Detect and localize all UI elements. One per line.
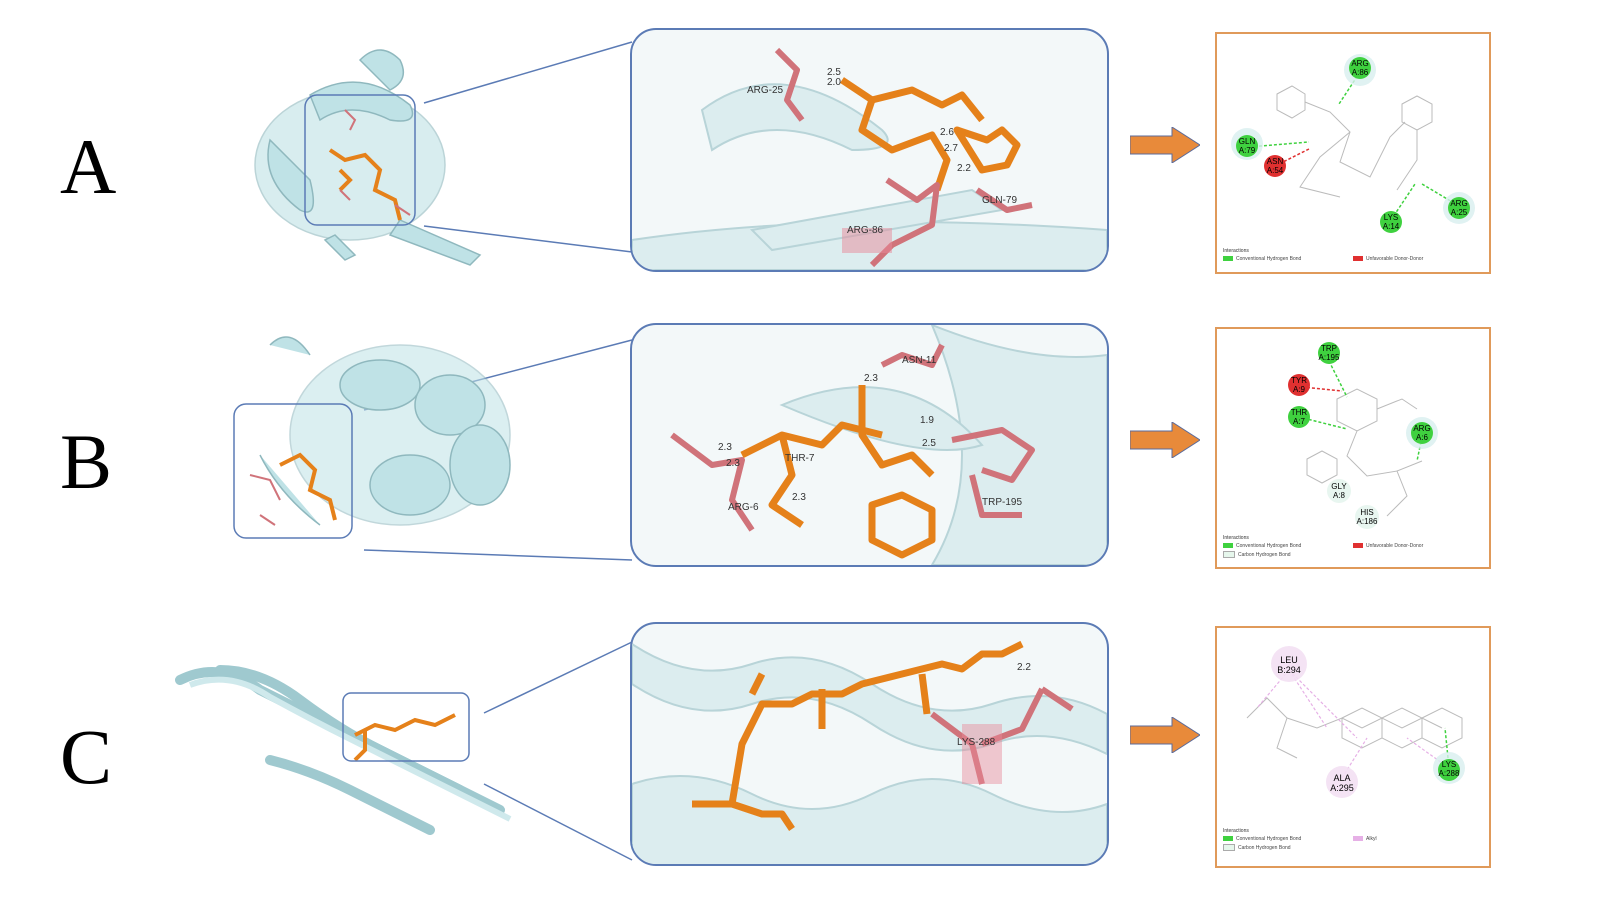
zoom-label: 2.7 bbox=[944, 143, 958, 154]
right-arrow-icon bbox=[1130, 127, 1200, 163]
interaction-diagram-b: TRP A:195 TYR A:9 THR A:7 ARG A:6 GLY A:… bbox=[1215, 327, 1491, 569]
zoom-label: ARG-6 bbox=[728, 502, 759, 513]
zoom-view-b: ASN-11 2.3 1.9 2.5 2.3 2.3 THR-7 2.3 ARG… bbox=[630, 323, 1109, 567]
legend-item-hbond: Conventional Hydrogen Bond bbox=[1223, 256, 1301, 262]
zoom-label: 2.2 bbox=[1017, 662, 1031, 673]
protein-structure-c bbox=[160, 610, 560, 890]
residue-label: LYS A:288 bbox=[1435, 760, 1463, 778]
zoom-label: 1.9 bbox=[920, 415, 934, 426]
zoom-label: 2.3 bbox=[792, 492, 806, 503]
panel-letter: A bbox=[60, 122, 116, 212]
residue-label: THR A:7 bbox=[1288, 408, 1310, 426]
zoom-label: 2.0 bbox=[827, 77, 841, 88]
legend-title: Interactions bbox=[1223, 535, 1249, 541]
residue-label: ARG A:6 bbox=[1411, 424, 1433, 442]
residue-label: TYR A:9 bbox=[1288, 376, 1310, 394]
protein-structure-b bbox=[160, 315, 560, 595]
zoom-label: GLN-79 bbox=[982, 195, 1017, 206]
residue-label: ASN A:54 bbox=[1264, 157, 1286, 175]
legend-title: Interactions bbox=[1223, 828, 1249, 834]
zoom-label: LYS-288 bbox=[957, 737, 995, 748]
interaction-diagram-c: LEU B:294 ALA A:295 LYS A:288 Interactio… bbox=[1215, 626, 1491, 868]
residue-label: GLN A:79 bbox=[1236, 137, 1258, 155]
residue-label: TRP A:195 bbox=[1318, 344, 1340, 362]
right-arrow-icon bbox=[1130, 717, 1200, 753]
zoom-label: 2.3 bbox=[718, 442, 732, 453]
legend-item-hbond: Conventional Hydrogen Bond bbox=[1223, 836, 1301, 842]
residue-label: ARG A:86 bbox=[1349, 59, 1371, 77]
zoom-label: 2.3 bbox=[864, 373, 878, 384]
panel-letter: B bbox=[60, 417, 112, 507]
residue-label: ARG A:25 bbox=[1448, 199, 1470, 217]
right-arrow-icon bbox=[1130, 422, 1200, 458]
zoom-label: ASN-11 bbox=[902, 355, 936, 366]
zoom-label: THR-7 bbox=[785, 453, 814, 464]
protein-structure-a bbox=[160, 20, 560, 300]
zoom-view-a: ARG-25 2.5 2.0 2.6 2.7 2.2 GLN-79 ARG-86 bbox=[630, 28, 1109, 272]
zoom-label: ARG-25 bbox=[747, 85, 783, 96]
legend-item-alkyl: Alkyl bbox=[1353, 836, 1377, 842]
zoom-label: TRP-195 bbox=[982, 497, 1022, 508]
residue-label: HIS A:186 bbox=[1353, 508, 1381, 526]
residue-label: LYS A:14 bbox=[1380, 213, 1402, 231]
interaction-diagram-a: ARG A:86 GLN A:79 ASN A:54 LYS A:14 ARG … bbox=[1215, 32, 1491, 274]
panel-row-b: B bbox=[0, 315, 1600, 595]
panel-letter: C bbox=[60, 712, 112, 802]
zoom-label: 2.5 bbox=[922, 438, 936, 449]
legend-item-unfavorable: Unfavorable Donor-Donor bbox=[1353, 256, 1423, 262]
zoom-label: 2.3 bbox=[726, 458, 740, 469]
legend-item-unfavorable: Unfavorable Donor-Donor bbox=[1353, 543, 1423, 549]
zoom-label: ARG-86 bbox=[847, 225, 883, 236]
zoom-label: 2.6 bbox=[940, 127, 954, 138]
panel-row-a: A bbox=[0, 20, 1600, 300]
panel-row-c: C bbox=[0, 610, 1600, 890]
zoom-label: 2.2 bbox=[957, 163, 971, 174]
residue-label: LEU B:294 bbox=[1275, 655, 1303, 675]
zoom-view-c: 2.2 LYS-288 bbox=[630, 622, 1109, 866]
legend-item-carbon-hbond: Carbon Hydrogen Bond bbox=[1223, 551, 1291, 558]
legend-item-hbond: Conventional Hydrogen Bond bbox=[1223, 543, 1301, 549]
legend-item-carbon-hbond: Carbon Hydrogen Bond bbox=[1223, 844, 1291, 851]
residue-label: ALA A:295 bbox=[1328, 773, 1356, 793]
residue-label: GLY A:8 bbox=[1328, 482, 1350, 500]
legend-title: Interactions bbox=[1223, 248, 1249, 254]
